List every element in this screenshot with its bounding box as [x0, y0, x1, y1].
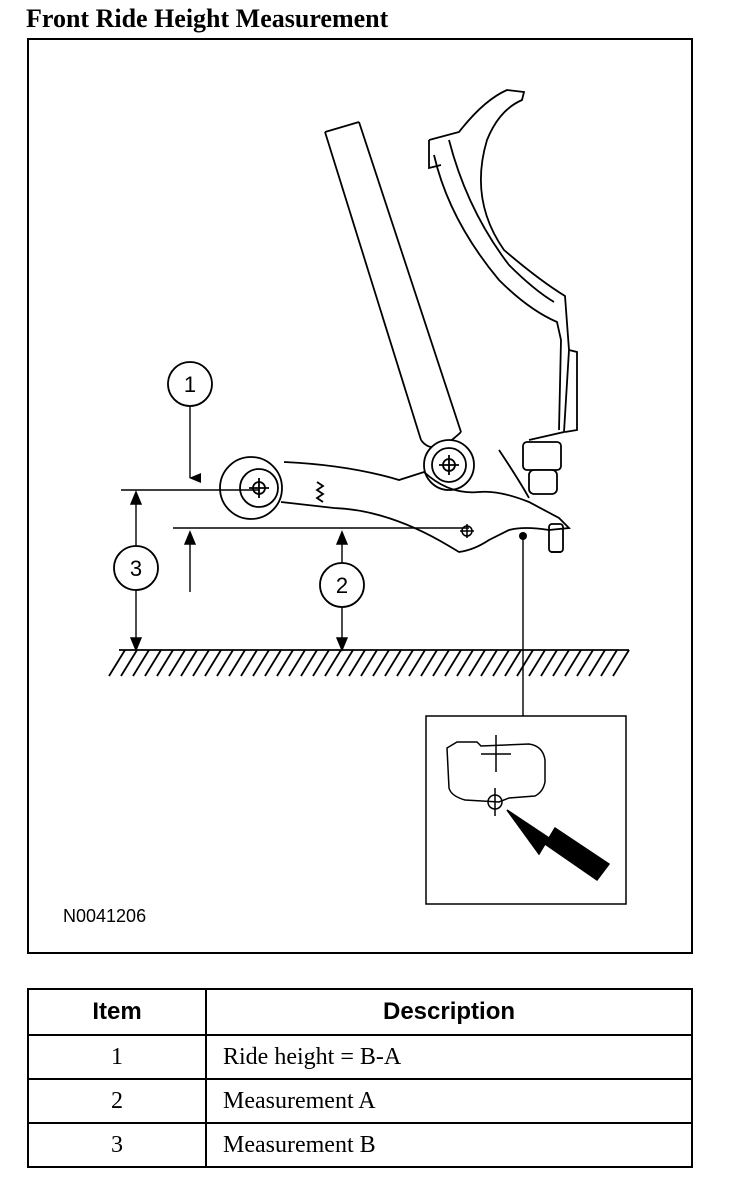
description-column-header: Description: [205, 988, 693, 1036]
diagram-illustration: 1 2 3: [108, 89, 630, 905]
arm-bushing: [219, 456, 283, 520]
item-cell: 1: [27, 1034, 207, 1080]
callout-3: 3: [113, 545, 159, 591]
description-cell: Measurement A: [205, 1078, 693, 1124]
lower-control-arm: [280, 461, 571, 553]
detail-inset: [425, 715, 627, 905]
arm-bolt: [460, 524, 474, 538]
dimension-arrows: [129, 406, 349, 652]
table-row: 3 Measurement B: [27, 1122, 693, 1168]
reference-lines: [121, 489, 524, 716]
description-cell: Ride height = B-A: [205, 1034, 693, 1080]
description-cell: Measurement B: [205, 1122, 693, 1168]
callout-1-label: 1: [184, 372, 196, 397]
table-row: 2 Measurement A: [27, 1078, 693, 1124]
item-column-header: Item: [27, 988, 207, 1036]
callout-2: 2: [319, 562, 365, 608]
page-title: Front Ride Height Measurement: [26, 4, 389, 33]
suspension-diagram: 1 2 3 N0041206: [27, 38, 693, 954]
strut: [324, 121, 462, 449]
table-row: 1 Ride height = B-A: [27, 1034, 693, 1080]
item-cell: 3: [27, 1122, 207, 1168]
figure-id: N0041206: [63, 906, 147, 926]
strut-mount: [423, 439, 475, 491]
table-header-row: Item Description: [27, 988, 693, 1036]
item-cell: 2: [27, 1078, 207, 1124]
legend-table: Item Description 1 Ride height = B-A 2 M…: [27, 988, 693, 1168]
ball-joint: [522, 441, 564, 553]
steering-knuckle: [428, 89, 578, 499]
ground: [108, 649, 630, 677]
callout-3-label: 3: [130, 556, 142, 581]
callout-1: 1: [167, 361, 213, 407]
callout-2-label: 2: [336, 573, 348, 598]
